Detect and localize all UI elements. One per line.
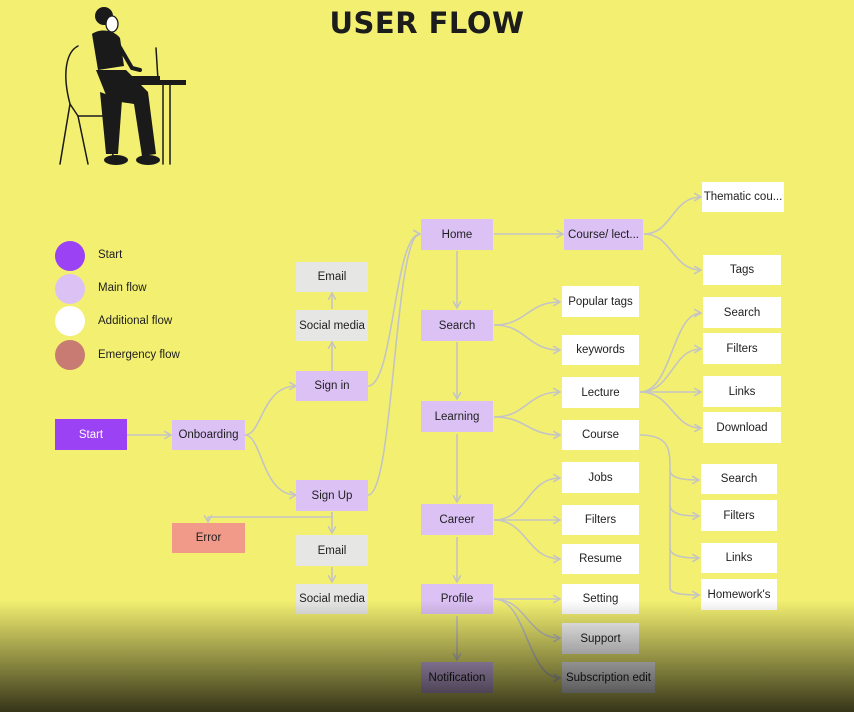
legend-emergency-flow-label: Emergency flow <box>98 349 180 361</box>
node-profile: Profile <box>421 584 493 614</box>
node-course-search: Search <box>701 464 777 494</box>
node-sign-in: Sign in <box>296 371 368 401</box>
node-learning: Learning <box>421 401 493 432</box>
node-popular-tags: Popular tags <box>562 286 639 317</box>
diagram-title: USER FLOW <box>329 6 525 40</box>
node-course-homework: Homework's <box>701 579 777 610</box>
node-email-signin: Email <box>296 262 368 292</box>
node-lecture-download: Download <box>703 412 781 443</box>
node-search: Search <box>421 310 493 341</box>
node-course: Course <box>562 420 639 450</box>
node-email-signup: Email <box>296 535 368 566</box>
node-course-filters: Filters <box>701 500 777 531</box>
node-sign-up: Sign Up <box>296 480 368 511</box>
node-resume: Resume <box>562 544 639 574</box>
node-career-filters: Filters <box>562 505 639 535</box>
node-course-lecture: Course/ lect... <box>564 219 643 250</box>
node-onboarding: Onboarding <box>172 420 245 450</box>
node-setting: Setting <box>562 584 639 614</box>
node-error: Error <box>172 523 245 553</box>
node-home: Home <box>421 219 493 250</box>
legend-start-label: Start <box>98 249 123 261</box>
legend-additional-flow-swatch <box>55 306 85 336</box>
node-lecture-search: Search <box>703 297 781 328</box>
legend-main-flow-swatch <box>55 274 85 304</box>
node-lecture-links: Links <box>703 376 781 407</box>
legend-start-swatch <box>55 241 85 271</box>
node-social-media-signin: Social media <box>296 310 368 341</box>
legend-additional-flow-label: Additional flow <box>98 315 173 327</box>
node-support: Support <box>562 623 639 654</box>
node-start: Start <box>55 419 127 450</box>
node-thematic-courses: Thematic cou... <box>702 182 784 212</box>
node-lecture-filters: Filters <box>703 333 781 364</box>
legend-emergency-flow-swatch <box>55 340 85 370</box>
woman-at-laptop-illustration <box>59 7 186 165</box>
node-course-links: Links <box>701 543 777 573</box>
legend-main-flow-label: Main flow <box>98 282 147 294</box>
node-lecture: Lecture <box>562 377 639 408</box>
node-social-media-signup: Social media <box>296 584 368 614</box>
node-subscription-edit: Subscription edit <box>562 662 655 693</box>
node-career: Career <box>421 504 493 535</box>
node-jobs: Jobs <box>562 462 639 493</box>
node-keywords: keywords <box>562 335 639 365</box>
node-notification: Notification <box>421 662 493 693</box>
node-tags: Tags <box>703 255 781 285</box>
